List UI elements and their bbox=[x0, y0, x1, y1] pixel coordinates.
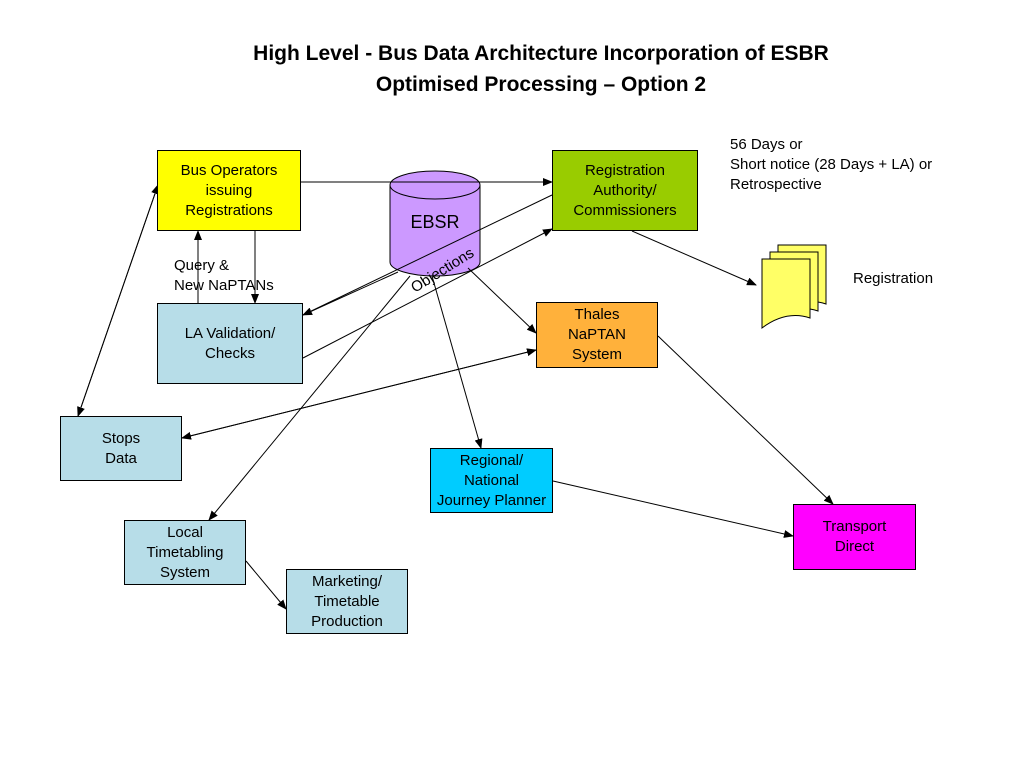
arrow-ebsr-to-thales bbox=[467, 267, 537, 334]
stops-data-box: Stops Data bbox=[60, 416, 182, 481]
line-registration-authority-to-la-validation bbox=[302, 194, 553, 316]
days-note: 56 Days or Short notice (28 Days + LA) o… bbox=[730, 136, 933, 193]
ebsr-cylinder-body bbox=[389, 185, 481, 277]
transport-direct-box: Transport Direct bbox=[793, 504, 916, 570]
arrow-la-validation-to-registration-authority bbox=[302, 228, 553, 359]
registration-authority-box: Registration Authority/ Commissioners bbox=[552, 150, 698, 231]
arrow-thales-to-transport-direct bbox=[657, 335, 834, 505]
ebsr-database bbox=[389, 170, 481, 277]
journey-planner-box: Regional/ National Journey Planner bbox=[430, 448, 553, 513]
title-line-2: Optimised Processing – Option 2 bbox=[375, 73, 707, 96]
diagram-title: High Level - Bus Data Architecture Incor… bbox=[0, 38, 1024, 100]
arrow-ebsr-to-la-validation bbox=[302, 271, 399, 316]
query-new-naptans-label: Query & New NaPTANs bbox=[174, 257, 274, 294]
arrow-ebsr-to-local-timetabling bbox=[208, 275, 411, 521]
ebsr-label: EBSR bbox=[410, 212, 460, 232]
registration-label: Registration bbox=[853, 270, 934, 287]
arrow-ebsr-to-journey-planner bbox=[431, 275, 483, 449]
arrow-bus-operators-to-stops-data bbox=[77, 184, 159, 417]
title-line-1: High Level - Bus Data Architecture Incor… bbox=[253, 42, 829, 65]
document-page-front bbox=[761, 258, 811, 329]
local-timetabling-box: Local Timetabling System bbox=[124, 520, 246, 585]
arrow-local-timetabling-to-marketing bbox=[245, 560, 287, 610]
arrow-stops-data-to-thales bbox=[181, 348, 537, 439]
registration-document-stack bbox=[761, 244, 827, 329]
marketing-timetable-box: Marketing/ Timetable Production bbox=[286, 569, 408, 634]
ebsr-cylinder-top bbox=[389, 170, 481, 200]
la-validation-box: LA Validation/ Checks bbox=[157, 303, 303, 384]
bus-operators-box: Bus Operators issuing Registrations bbox=[157, 150, 301, 231]
arrow-journey-planner-to-transport-direct bbox=[552, 480, 794, 538]
arrow-registration-authority-to-registration bbox=[631, 230, 757, 286]
thales-naptan-box: Thales NaPTAN System bbox=[536, 302, 658, 368]
